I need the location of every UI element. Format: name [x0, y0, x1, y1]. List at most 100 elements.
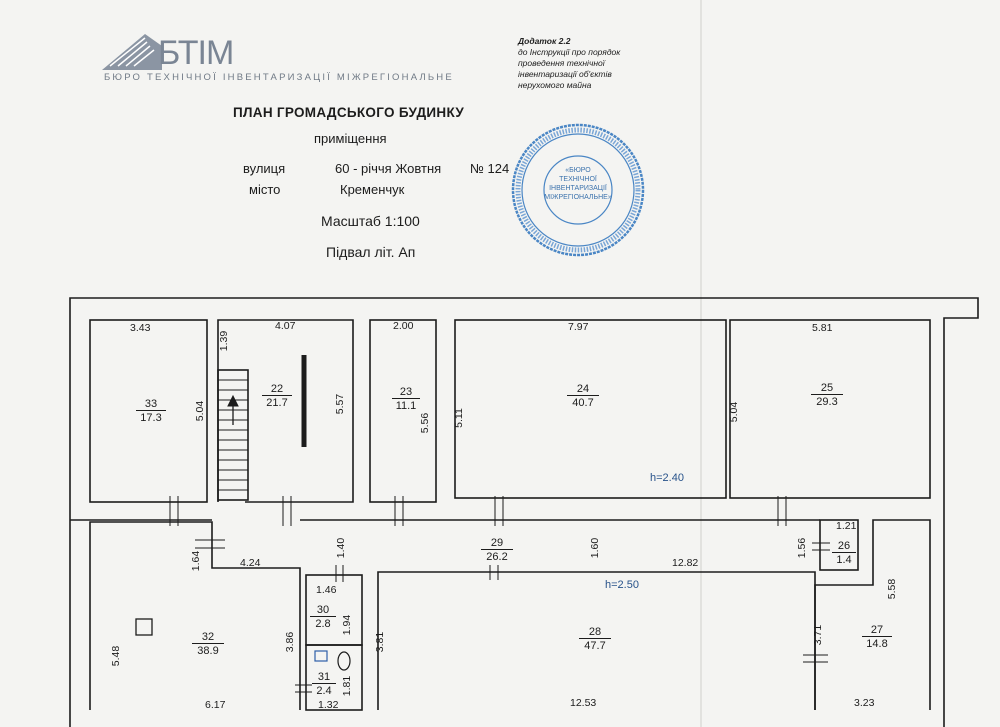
bti-logo: БТІМ БЮРО ТЕХНІЧНОЇ ІНВЕНТАРИЗАЦІЇ МІЖРЕ… — [100, 30, 480, 86]
dim-label: 5.04 — [194, 400, 207, 422]
room-label: 33 17.3 — [136, 398, 166, 424]
appendix-title: Додаток 2.2 — [518, 36, 571, 46]
room-27-walls — [814, 519, 931, 710]
room-area: 17.3 — [136, 410, 166, 424]
room-number: 28 — [588, 626, 602, 638]
room-label: 29 26.2 — [481, 537, 513, 563]
dim-label: 3.43 — [130, 322, 151, 334]
room-number: 29 — [490, 537, 504, 549]
room-label: 31 2.4 — [312, 671, 336, 697]
room-label: 26 1.4 — [832, 540, 856, 566]
dim-label: 12.53 — [570, 697, 597, 709]
room-number: 22 — [270, 383, 284, 395]
room-number: 32 — [201, 631, 215, 643]
dim-label: 1.56 — [796, 537, 809, 559]
dim-label: 1.46 — [316, 584, 337, 596]
room-label: 28 47.7 — [579, 626, 611, 652]
dim-label: 1.81 — [341, 675, 354, 697]
dim-label: 1.40 — [335, 537, 348, 559]
dim-label: 3.71 — [812, 624, 825, 646]
stamp-center: «БЮРО ТЕХНІЧНОЇ ІНВЕНТАРИЗАЦІЇ МІЖРЕГІОН… — [544, 166, 612, 202]
room-22-walls — [217, 319, 354, 503]
dim-label: 1.94 — [341, 614, 354, 636]
dim-label: 1.64 — [190, 550, 203, 572]
sink-icon — [314, 650, 328, 662]
scale-label: Масштаб 1:100 — [321, 213, 420, 229]
dim-label: 3.81 — [374, 631, 387, 653]
city-label: місто — [249, 182, 281, 197]
room-area: 40.7 — [567, 395, 599, 409]
room-number: 30 — [316, 604, 330, 616]
dim-label: 1.39 — [218, 330, 231, 352]
dim-label: 5.48 — [110, 645, 123, 667]
room-number: 31 — [317, 671, 331, 683]
dim-label: 1.60 — [589, 537, 602, 559]
room-label: 32 38.9 — [192, 631, 224, 657]
room-number: 23 — [399, 386, 413, 398]
dim-label: 1.32 — [318, 699, 339, 711]
dim-label: 2.00 — [393, 320, 414, 332]
dim-label: 4.07 — [275, 320, 296, 332]
dim-label: 4.24 — [240, 557, 261, 569]
room-area: 26.2 — [481, 549, 513, 563]
dim-label: 7.97 — [568, 321, 589, 333]
room-number: 27 — [870, 624, 884, 636]
room-label: 25 29.3 — [811, 382, 843, 408]
ceiling-height-label: h=2.40 — [650, 472, 684, 484]
room-area: 11.1 — [392, 398, 420, 412]
column-icon — [135, 618, 153, 636]
dim-label: 5.56 — [419, 412, 432, 434]
outer-wall — [69, 297, 979, 727]
stamp-line: ТЕХНІЧНОЇ — [559, 176, 597, 183]
plan-subtitle: приміщення — [314, 131, 387, 146]
official-stamp: «БЮРО ТЕХНІЧНОЇ ІНВЕНТАРИЗАЦІЇ МІЖРЕГІОН… — [510, 122, 646, 258]
room-24-walls — [454, 319, 727, 499]
dim-label: 1.21 — [836, 520, 857, 532]
room-area: 1.4 — [832, 552, 856, 566]
stamp-line: ІНВЕНТАРИЗАЦІЇ — [549, 185, 607, 192]
dim-label: 3.23 — [854, 697, 875, 709]
room-area: 29.3 — [811, 394, 843, 408]
dim-label: 6.17 — [205, 699, 226, 711]
room-26-walls — [819, 519, 859, 571]
room-area: 38.9 — [192, 643, 224, 657]
room-number: 26 — [837, 540, 851, 552]
dim-label: 5.58 — [886, 578, 899, 600]
plan-title: ПЛАН ГРОМАДСЬКОГО БУДИНКУ — [233, 105, 465, 120]
room-area: 21.7 — [262, 395, 292, 409]
dim-label: 5.04 — [728, 401, 741, 423]
floor-label: Підвал літ. Ап — [326, 244, 416, 260]
logo-text: БЮРО ТЕХНІЧНОЇ ІНВЕНТАРИЗАЦІЇ МІЖРЕГІОНА… — [104, 72, 454, 83]
stair-block — [217, 369, 249, 501]
dim-label: 3.86 — [284, 631, 297, 653]
appendix-line: до Інструкції про порядок — [518, 47, 621, 57]
stamp-line: «БЮРО — [565, 167, 591, 174]
logo-mark: БТІМ — [158, 34, 234, 72]
room-area: 2.8 — [310, 616, 336, 630]
street-value: 60 - річчя Жовтня — [335, 161, 442, 176]
room-number: 33 — [144, 398, 158, 410]
stamp-seal-icon — [511, 123, 645, 257]
toilet-icon — [337, 651, 351, 671]
room-number: 24 — [576, 383, 590, 395]
stair-arrow-icon — [227, 394, 239, 425]
room-label: 24 40.7 — [567, 383, 599, 409]
paper-fold-line — [700, 0, 702, 727]
appendix-line: нерухомого майна — [518, 80, 592, 90]
appendix-note: Додаток 2.2 до Інструкції про порядок пр… — [518, 36, 620, 91]
appendix-line: проведення технічної — [518, 58, 605, 68]
room-label: 30 2.8 — [310, 604, 336, 630]
room-31-walls — [305, 644, 363, 711]
room-32-walls — [89, 521, 301, 710]
room-label: 22 21.7 — [262, 383, 292, 409]
stamp-line: МІЖРЕГІОНАЛЬНЕ» — [544, 194, 612, 201]
room-area: 47.7 — [579, 638, 611, 652]
ceiling-height-label: h=2.50 — [605, 579, 639, 591]
dim-label: 5.57 — [334, 393, 347, 415]
house-logo-icon — [102, 34, 162, 70]
dim-label: 5.81 — [812, 322, 833, 334]
room-number: 25 — [820, 382, 834, 394]
room-label: 27 14.8 — [862, 624, 892, 650]
dim-label: 12.82 — [672, 557, 699, 569]
